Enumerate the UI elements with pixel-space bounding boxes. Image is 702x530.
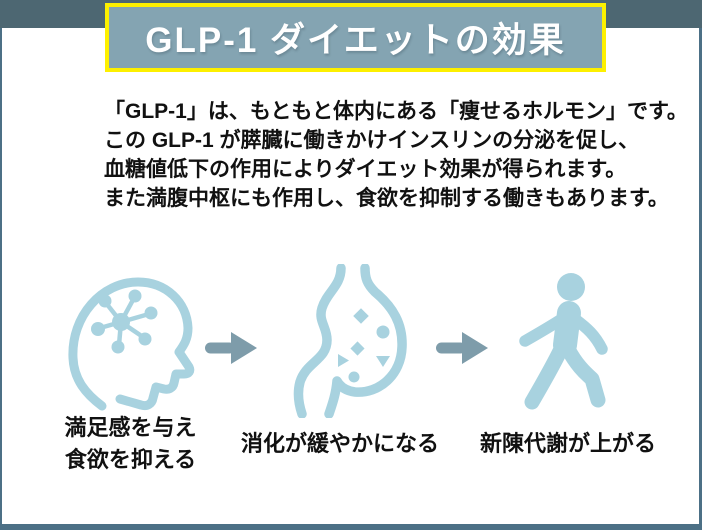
caption-line: 食欲を抑える (64, 447, 197, 472)
caption-line: 新陳代謝が上がる (479, 431, 656, 456)
title-banner: GLP-1 ダイエットの効果 (105, 3, 606, 72)
lead-line: また満腹中枢にも作用し、食欲を抑制する働きもあります。 (104, 187, 669, 210)
arrow-right-icon (205, 332, 257, 364)
lead-paragraph: 「GLP-1」は、もともと体内にある「痩せるホルモン」です。 この GLP-1 … (104, 97, 688, 213)
lead-line: この GLP-1 が膵臓に働きかけインスリンの分泌を促し、 (104, 129, 640, 152)
frame-left-border (0, 28, 2, 524)
frame-bottom-bar (0, 524, 702, 530)
brain-head-icon (68, 277, 195, 411)
caption-step-3: 新陳代謝が上がる (472, 428, 664, 460)
caption-line: 消化が緩やかになる (240, 431, 439, 456)
walking-person-icon (519, 273, 608, 410)
lead-line: 血糖値低下の作用によりダイエット効果が得られます。 (104, 158, 627, 181)
page-title: GLP-1 ダイエットの効果 (145, 21, 566, 60)
arrow-right-icon (436, 332, 488, 364)
frame-right-border (699, 28, 702, 524)
caption-step-2: 消化が緩やかになる (230, 428, 450, 460)
caption-step-1: 満足感を与え 食欲を抑える (48, 412, 213, 476)
caption-line: 満足感を与え (64, 415, 197, 440)
lead-line: 「GLP-1」は、もともと体内にある「痩せるホルモン」です。 (104, 100, 688, 123)
stomach-icon (293, 264, 407, 418)
